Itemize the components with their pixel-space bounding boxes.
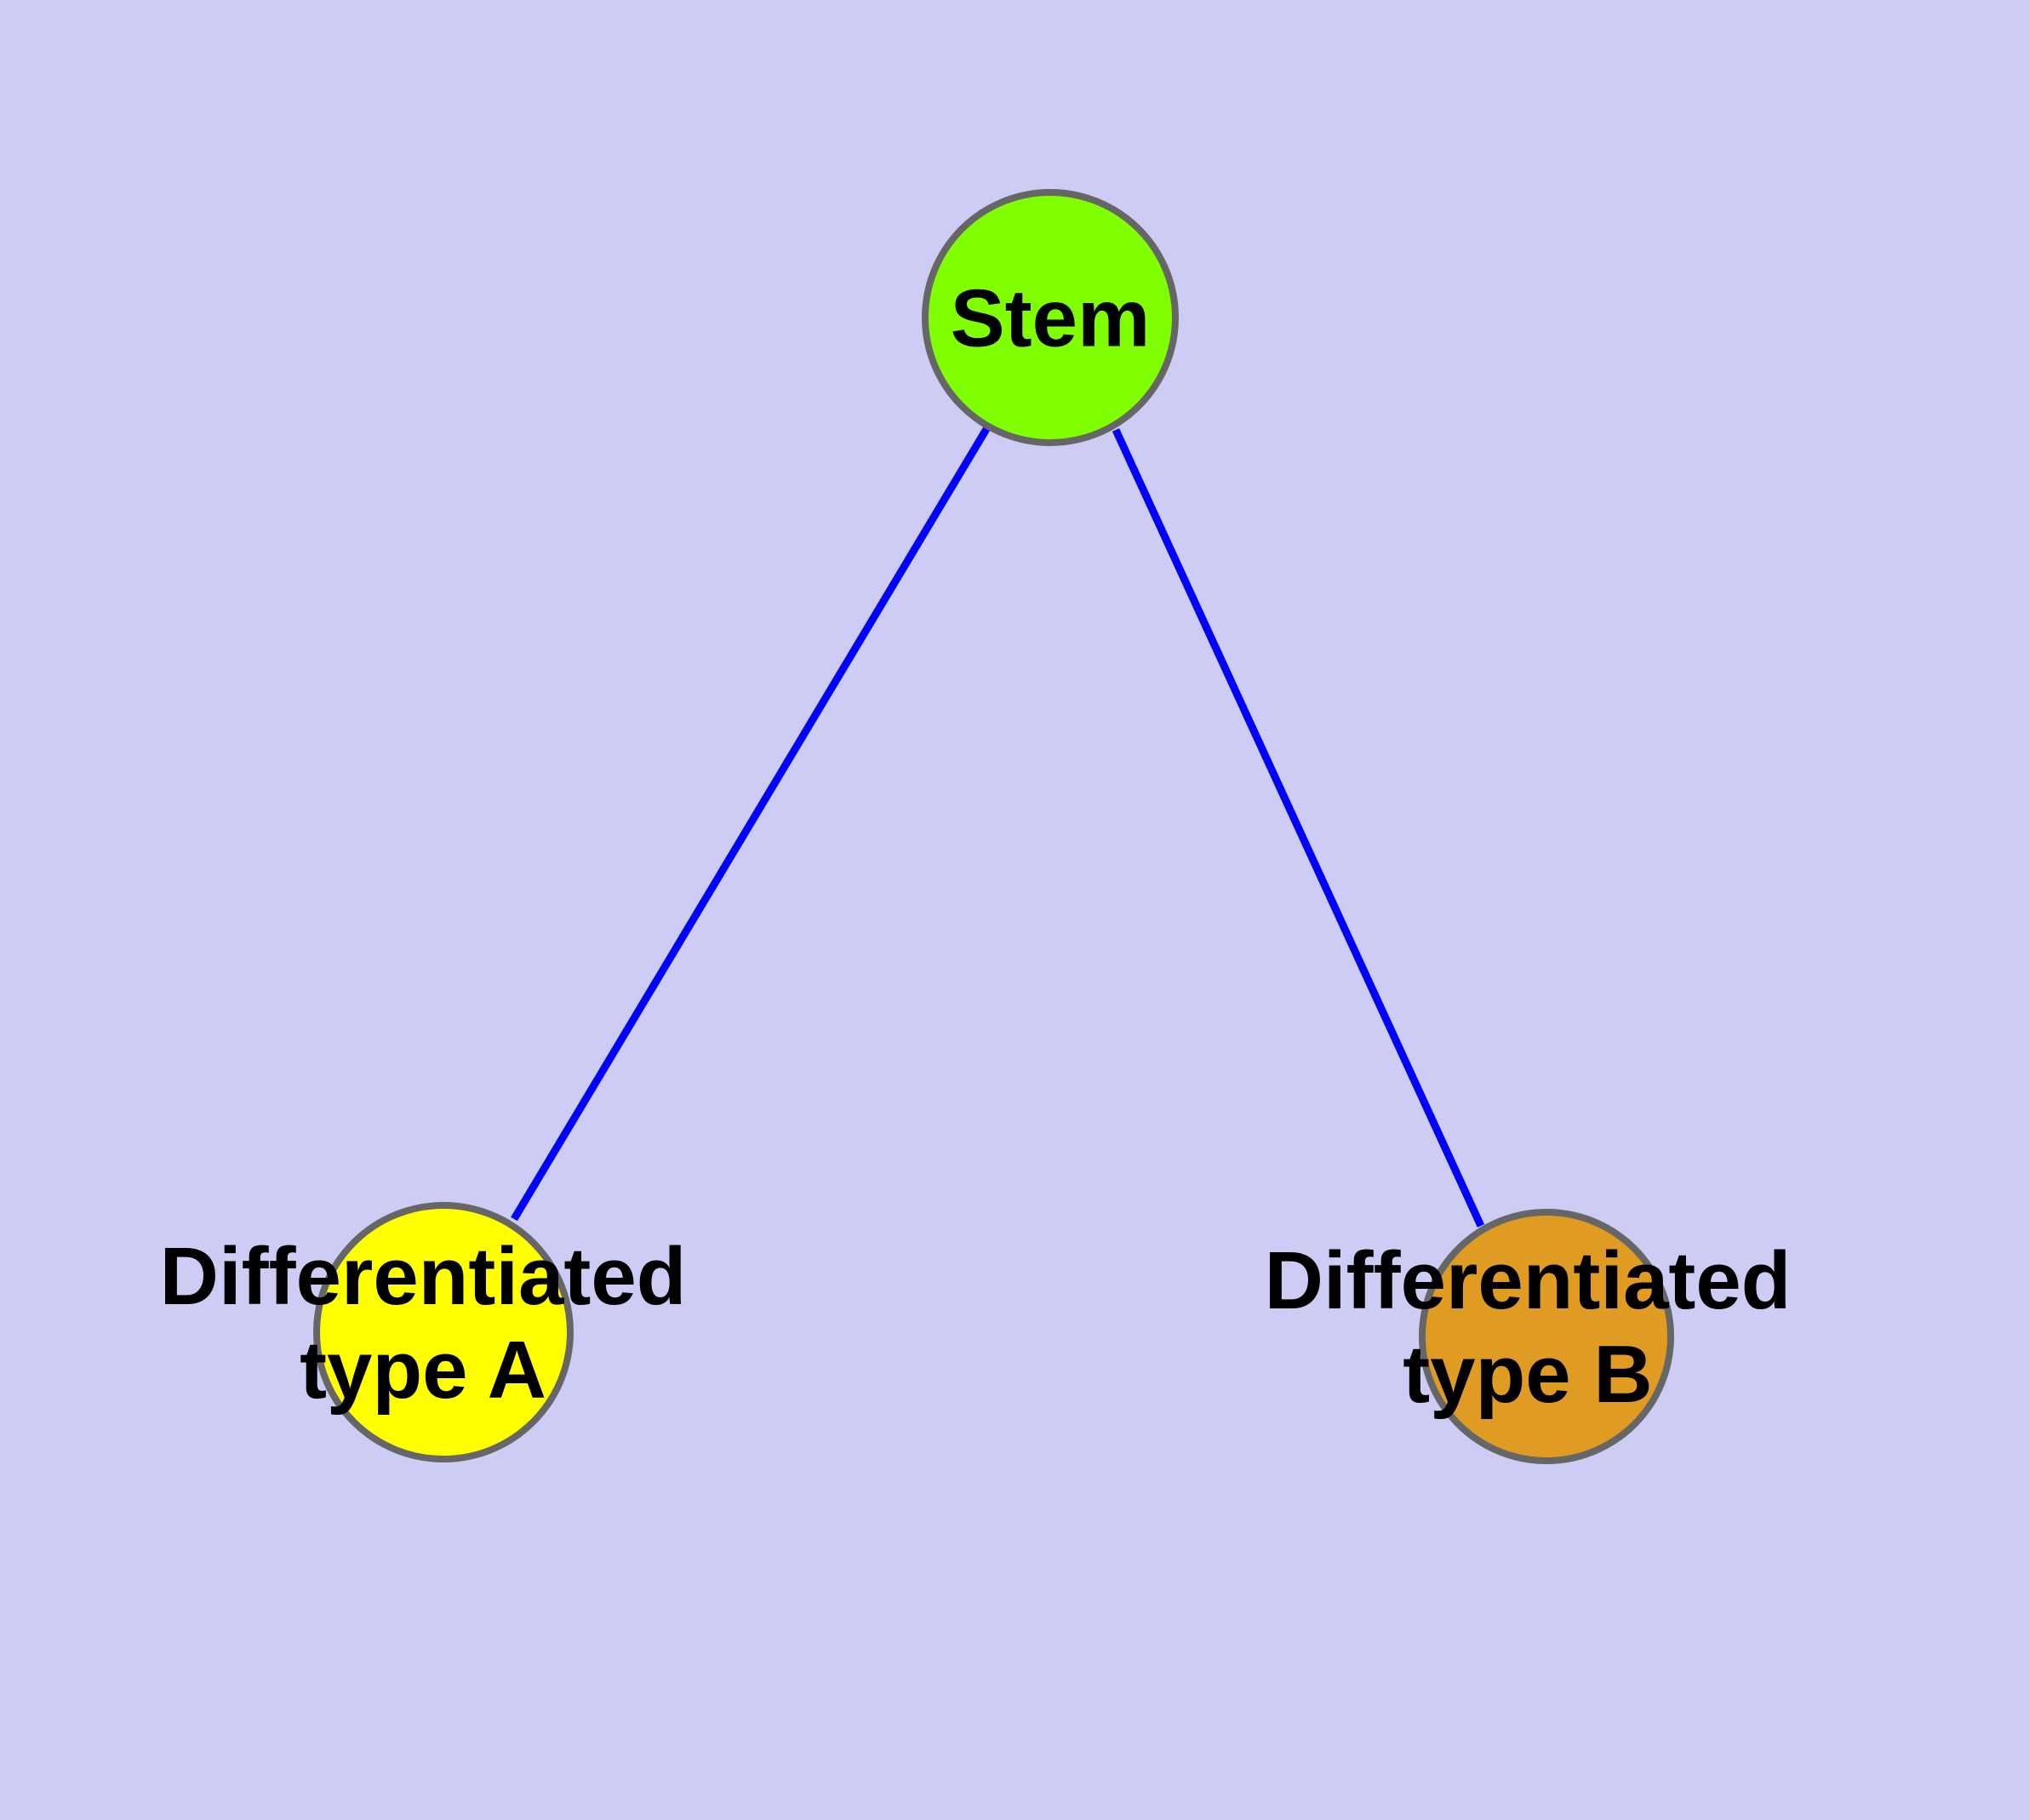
node-stem-circle[interactable]	[922, 189, 1179, 446]
node-differentiated-type-b-circle[interactable]	[1419, 1209, 1674, 1464]
node-stem-label: Stem	[951, 273, 1151, 364]
node-differentiated-type-a-label-line-2: type A	[300, 1325, 546, 1416]
node-differentiated-type-b-label-line-2: type B	[1403, 1329, 1652, 1420]
edge-stem-to-differentiated-type-b[interactable]	[1112, 428, 1485, 1228]
edges-group	[511, 426, 1485, 1228]
node-differentiated-type-a-circle[interactable]	[313, 1202, 574, 1462]
node-differentiated-type-a-label-line-1: Differentiated	[160, 1231, 687, 1322]
node-labels-group: Stem Differentiated type A Differentiate…	[160, 273, 1792, 1420]
node-differentiated-type-b-label-line-1: Differentiated	[1265, 1235, 1792, 1326]
nodes-group	[313, 189, 1674, 1464]
edge-stem-to-differentiated-type-a[interactable]	[511, 426, 990, 1222]
